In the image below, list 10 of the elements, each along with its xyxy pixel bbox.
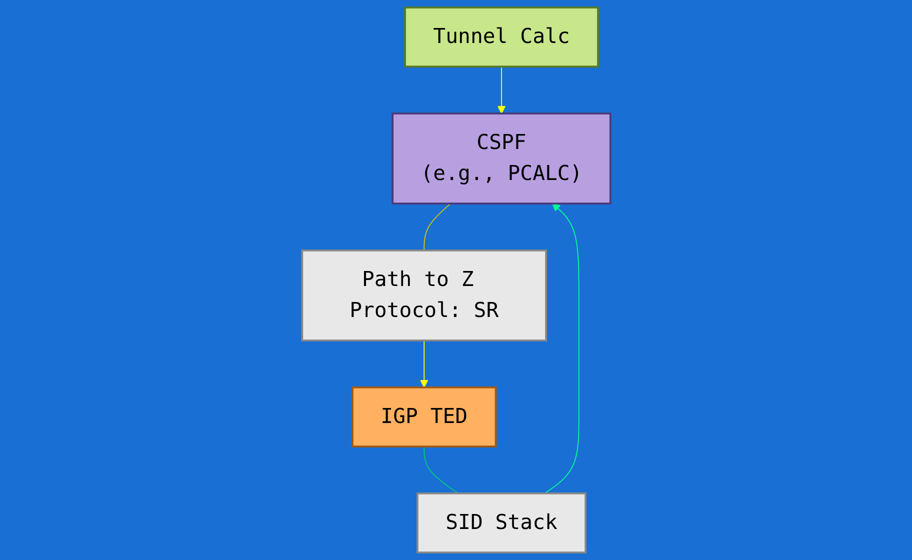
connector <box>423 446 459 494</box>
node-box: Tunnel Calc <box>404 6 599 68</box>
node-box: SID Stack <box>416 492 586 554</box>
node-box: CSPF (e.g., PCALC) <box>391 112 612 204</box>
node-box: Path to Z Protocol: SR <box>300 250 547 342</box>
arrow <box>544 203 580 494</box>
arrow <box>497 66 506 114</box>
connector <box>423 203 451 251</box>
arrow <box>420 340 428 388</box>
node-box: IGP TED <box>351 386 496 448</box>
